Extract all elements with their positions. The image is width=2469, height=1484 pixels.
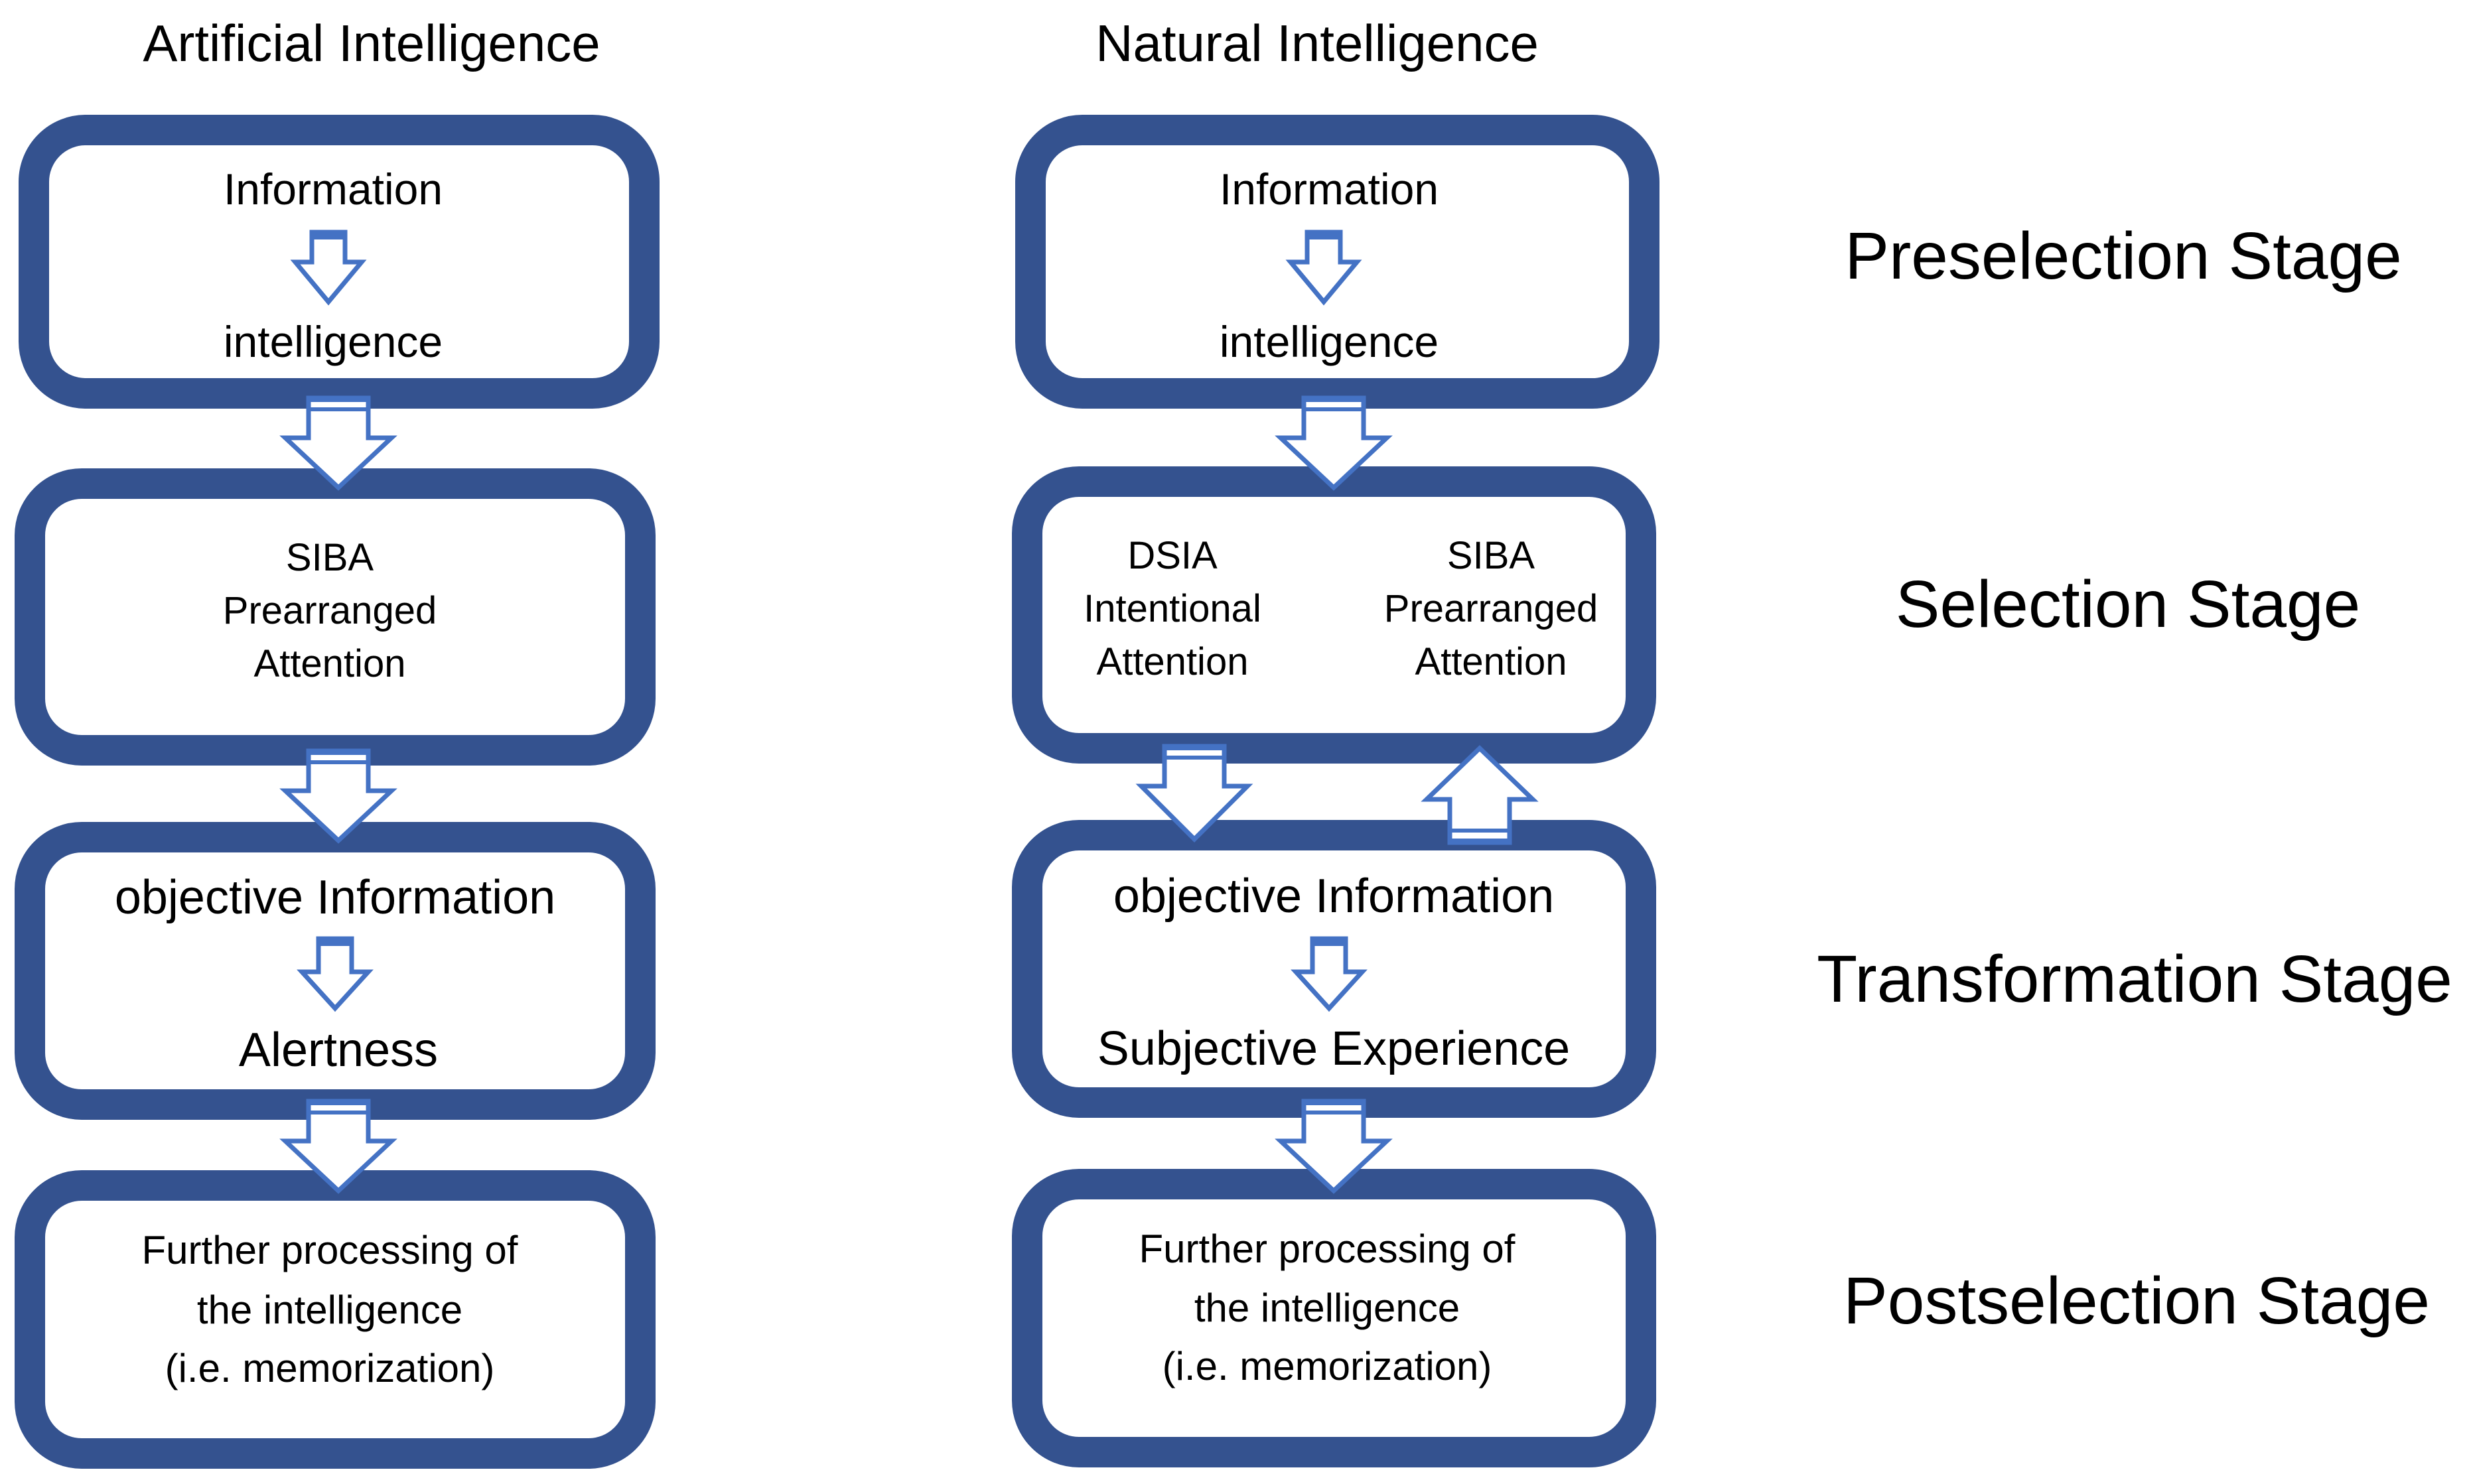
ni-arrow-transformation-to-postselection-icon [1275, 1099, 1393, 1194]
ai-postselection-line2: the intelligence [197, 1288, 462, 1332]
ni-selection-dsia-line2: Intentional [1084, 587, 1261, 630]
ni-transformation-inner-arrow-icon [1291, 936, 1368, 1012]
ni-selection-dsia-line1: DSIA [1127, 534, 1218, 577]
stage-label-selection: Selection Stage [1896, 567, 2361, 641]
ni-preselection-inner-arrow-icon [1285, 230, 1362, 306]
ai-postselection-line1: Further processing of [142, 1228, 518, 1272]
ni-selection-dsia-line3: Attention [1097, 640, 1249, 683]
ai-preselection-inner-arrow-icon [290, 230, 367, 306]
ai-transformation-inner-arrow-icon [297, 936, 374, 1012]
ni-postselection-line2: the intelligence [1194, 1286, 1460, 1330]
ai-preselection-top-label: Information [224, 165, 443, 214]
ni-transformation-bottom-label: Subjective Experience [1097, 1022, 1570, 1075]
ni-preselection-bottom-label: intelligence [1220, 317, 1439, 366]
ni-preselection-top-label: Information [1220, 165, 1439, 214]
ni-arrow-preselection-to-selection-icon [1275, 395, 1393, 491]
stage-label-postselection: Postselection Stage [1843, 1264, 2430, 1338]
ai-selection-line1: SIBA [286, 536, 374, 579]
ni-selection-siba-line3: Attention [1415, 640, 1567, 683]
stage-label-transformation: Transformation Stage [1817, 942, 2452, 1016]
title-natural-intelligence: Natural Intelligence [1095, 14, 1539, 72]
ni-postselection-line1: Further processing of [1139, 1227, 1516, 1271]
stage-label-preselection: Preselection Stage [1845, 219, 2401, 293]
ni-arrow-dsia-to-transformation-icon [1135, 744, 1253, 843]
ni-selection-siba-line2: Prearranged [1384, 587, 1598, 630]
ai-transformation-top-label: objective Information [115, 871, 555, 924]
ai-postselection-line3: (i.e. memorization) [165, 1346, 495, 1390]
ni-arrow-transformation-to-siba-icon [1421, 745, 1539, 845]
ni-transformation-top-label: objective Information [1113, 870, 1554, 923]
ai-arrow-transformation-to-postselection-icon [279, 1099, 397, 1194]
ai-arrow-selection-to-transformation-icon [279, 748, 397, 844]
ai-preselection-bottom-label: intelligence [224, 317, 443, 366]
ai-transformation-bottom-label: Alertness [239, 1024, 438, 1077]
ai-selection-line3: Attention [254, 642, 406, 685]
ai-arrow-preselection-to-selection-icon [279, 395, 397, 491]
ai-selection-line2: Prearranged [223, 589, 437, 632]
title-artificial-intelligence: Artificial Intelligence [143, 14, 600, 72]
ni-selection-siba-line1: SIBA [1447, 534, 1535, 577]
ni-postselection-line3: (i.e. memorization) [1163, 1344, 1492, 1388]
